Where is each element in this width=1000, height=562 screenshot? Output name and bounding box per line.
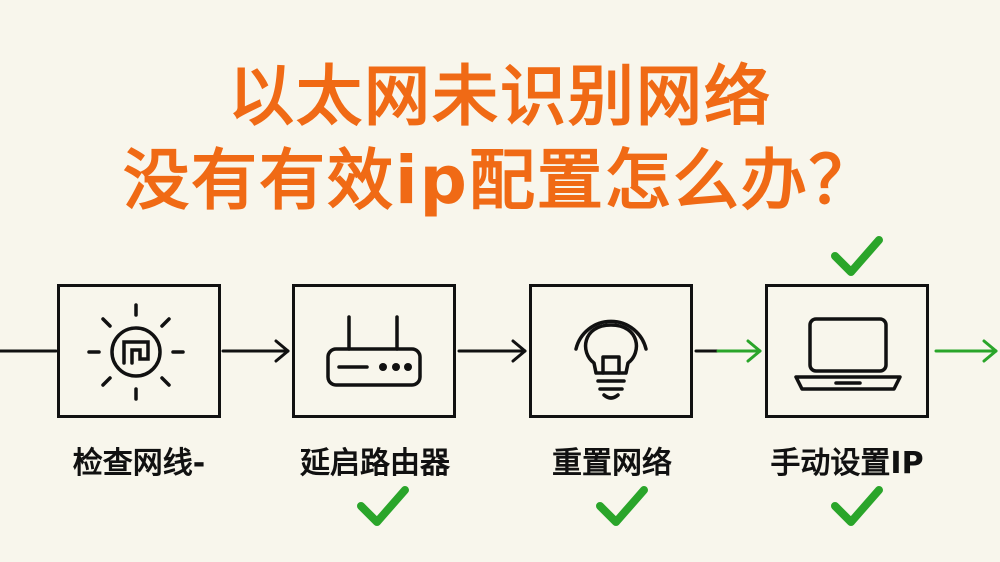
title-line-2: 没有有效ip配置怎么办？	[123, 142, 877, 219]
step-label-check-cable: 检查网线-	[72, 446, 206, 481]
flow-arrowhead-1	[274, 339, 290, 363]
check-icon	[831, 236, 883, 276]
laptop-icon	[794, 317, 902, 391]
step-label-manual-ip: 手动设置IP	[770, 446, 924, 481]
flow-arrowhead-2	[511, 339, 527, 363]
check-icon	[357, 486, 409, 526]
step-box-reset-network	[529, 284, 693, 418]
check-icon	[596, 486, 648, 526]
step-box-check-cable	[57, 284, 221, 418]
step-box-restart-router	[292, 284, 456, 418]
step-box-manual-ip	[765, 284, 929, 418]
flow-arrowhead-end	[982, 339, 998, 363]
step-label-reset-network: 重置网络	[552, 446, 672, 481]
flow-arrowhead-3	[746, 339, 762, 363]
sun-cable-icon	[87, 303, 185, 401]
check-icon	[831, 486, 883, 526]
lightbulb-icon	[574, 319, 648, 400]
step-label-restart-router: 延启路由器	[300, 446, 450, 481]
router-icon	[326, 315, 422, 387]
title-line-1: 以太网未识别网络	[228, 58, 772, 135]
